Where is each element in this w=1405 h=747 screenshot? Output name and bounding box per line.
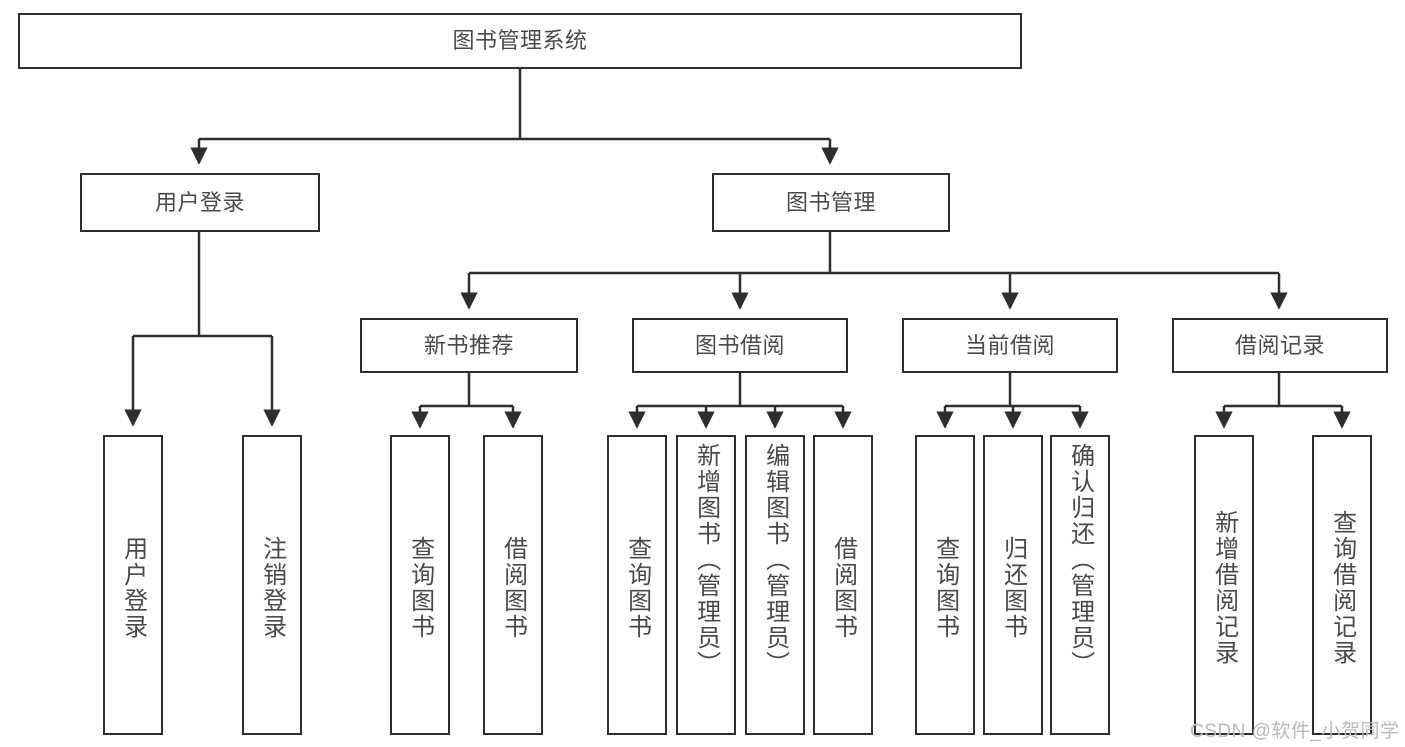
leaf-query-borrow-record[interactable]: 查询借阅记录 (1312, 435, 1372, 735)
node-label: 新书推荐 (423, 332, 514, 358)
node-label: 借阅图书 (829, 536, 857, 640)
leaf-edit-book-admin[interactable]: 编辑图书（管理员） (745, 435, 805, 735)
node-label: 查询图书 (931, 536, 959, 640)
node-borrow-records[interactable]: 借阅记录 (1172, 318, 1388, 373)
node-label: 图书管理系统 (452, 28, 588, 54)
leaf-confirm-return-admin[interactable]: 确认归还（管理员） (1050, 435, 1110, 735)
leaf-add-borrow-record[interactable]: 新增借阅记录 (1194, 435, 1254, 735)
leaf-borrow-book-recommend[interactable]: 借阅图书 (483, 435, 543, 735)
leaf-user-login[interactable]: 用户登录 (103, 435, 163, 735)
leaf-logout[interactable]: 注销登录 (242, 435, 302, 735)
leaf-add-book-admin[interactable]: 新增图书（管理员） (676, 435, 736, 735)
node-label: 新增借阅记录 (1210, 510, 1238, 666)
node-label: 注销登录 (258, 536, 286, 640)
node-label: 借阅图书 (499, 536, 527, 640)
node-user-login[interactable]: 用户登录 (80, 173, 320, 232)
node-book-borrow[interactable]: 图书借阅 (632, 318, 848, 373)
node-label: 编辑图书（管理员） (761, 443, 789, 677)
node-label: 当前借阅 (964, 332, 1055, 358)
node-label: 图书管理 (785, 189, 876, 215)
leaf-query-book-recommend[interactable]: 查询图书 (390, 435, 450, 735)
watermark-text: CSDN @软件_小贺同学 (1190, 721, 1400, 742)
node-label: 图书借阅 (694, 332, 785, 358)
node-label: 用户登录 (154, 189, 245, 215)
node-root-book-management-system[interactable]: 图书管理系统 (18, 13, 1022, 69)
node-label: 借阅记录 (1234, 332, 1325, 358)
node-new-book-recommendation[interactable]: 新书推荐 (360, 318, 578, 373)
node-label: 归还图书 (999, 536, 1027, 640)
node-label: 查询图书 (406, 536, 434, 640)
node-label: 确认归还（管理员） (1066, 443, 1094, 677)
node-label: 查询借阅记录 (1328, 510, 1356, 666)
node-label: 查询图书 (623, 536, 651, 640)
node-label: 用户登录 (119, 536, 147, 640)
leaf-return-book[interactable]: 归还图书 (983, 435, 1043, 735)
leaf-query-book-borrow[interactable]: 查询图书 (607, 435, 667, 735)
node-label: 新增图书（管理员） (692, 443, 720, 677)
node-current-borrow[interactable]: 当前借阅 (902, 318, 1118, 373)
leaf-borrow-book[interactable]: 借阅图书 (813, 435, 873, 735)
node-book-management[interactable]: 图书管理 (712, 173, 950, 232)
leaf-query-book-current[interactable]: 查询图书 (915, 435, 975, 735)
